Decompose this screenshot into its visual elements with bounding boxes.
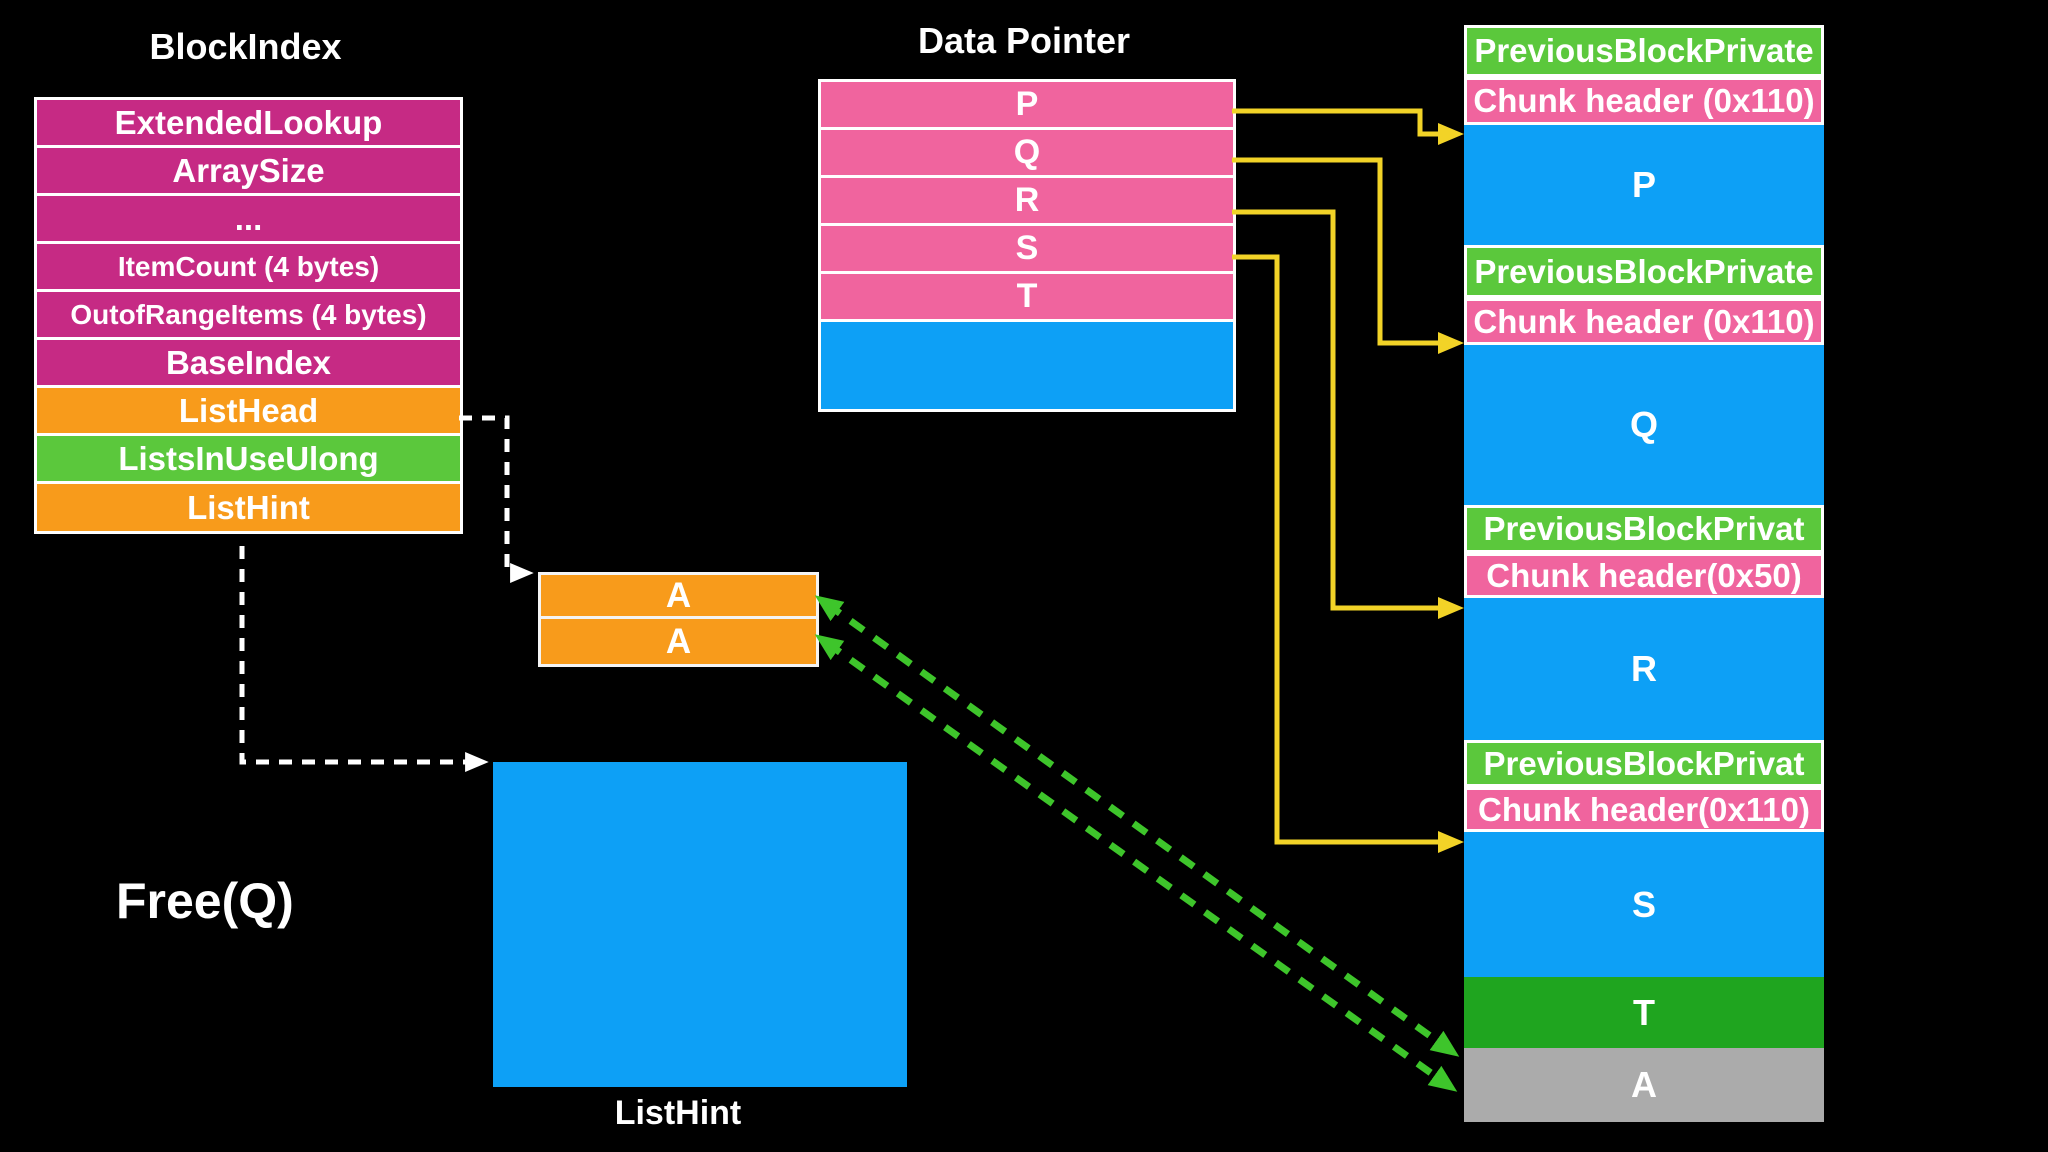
- heap-column: PreviousBlockPrivate Chunk header (0x110…: [1464, 25, 1824, 1122]
- datapointer-row-empty: [821, 322, 1233, 409]
- heap-block-p: P: [1464, 125, 1824, 245]
- arrow-datapointer-s-to-chunk-s: [1232, 254, 1464, 853]
- heap-block-s: S: [1464, 832, 1824, 977]
- free-q-annotation: Free(Q): [116, 873, 294, 929]
- datapointer-title: Data Pointer: [917, 20, 1131, 61]
- datapointer-row-s: S: [821, 226, 1233, 274]
- arrow-datapointer-p-to-chunk-p: [1232, 108, 1464, 145]
- freelist-row-a2: A: [541, 619, 816, 664]
- arrow-freelist-a1-chunk-a-link: [814, 595, 1460, 1057]
- heap-block-r: R: [1464, 598, 1824, 740]
- heap-block-chunkheader-2: Chunk header (0x110): [1464, 298, 1824, 345]
- listhint-box-label: ListHint: [614, 1094, 742, 1132]
- heap-block-prevblockprivate-1: PreviousBlockPrivate: [1464, 25, 1824, 77]
- blockindex-row-outofrangeitems: OutofRangeItems (4 bytes): [37, 292, 460, 340]
- blockindex-row-arraysize: ArraySize: [37, 148, 460, 196]
- blockindex-row-listhint: ListHint: [37, 484, 460, 531]
- heap-block-t: T: [1464, 977, 1824, 1048]
- datapointer-row-r: R: [821, 178, 1233, 226]
- datapointer-row-p: P: [821, 82, 1233, 130]
- heap-block-prevblockprivate-2: PreviousBlockPrivate: [1464, 245, 1824, 298]
- datapointer-row-t: T: [821, 274, 1233, 322]
- heap-block-chunkheader-3: Chunk header(0x50): [1464, 553, 1824, 598]
- arrow-freelist-a2-chunk-a-link: [814, 634, 1458, 1092]
- blockindex-row-baseindex: BaseIndex: [37, 340, 460, 388]
- arrow-datapointer-q-to-chunk-q: [1232, 157, 1464, 354]
- arrow-listhint-to-listhint-box: [239, 546, 489, 772]
- blockindex-row-itemcount: ItemCount (4 bytes): [37, 244, 460, 292]
- arrow-listhead-to-freelist: [459, 415, 534, 583]
- heap-block-chunkheader-4: Chunk header(0x110): [1464, 787, 1824, 832]
- listhint-box: [493, 762, 907, 1087]
- heap-block-a: A: [1464, 1048, 1824, 1122]
- heap-block-chunkheader-1: Chunk header (0x110): [1464, 77, 1824, 125]
- heap-block-prevblockprivate-3: PreviousBlockPrivat: [1464, 505, 1824, 553]
- blockindex-row-listsinuseulong: ListsInUseUlong: [37, 436, 460, 484]
- blockindex-row-ellipsis: ...: [37, 196, 460, 244]
- freelist-table: A A: [538, 572, 819, 667]
- blockindex-row-extendedlookup: ExtendedLookup: [37, 100, 460, 148]
- blockindex-title: BlockIndex: [149, 26, 342, 67]
- blockindex-row-listhead: ListHead: [37, 388, 460, 436]
- heap-block-prevblockprivate-4: PreviousBlockPrivat: [1464, 740, 1824, 787]
- blockindex-table: ExtendedLookup ArraySize ... ItemCount (…: [34, 97, 463, 534]
- freelist-row-a1: A: [541, 575, 816, 619]
- arrow-datapointer-r-to-chunk-r: [1232, 209, 1464, 619]
- datapointer-row-q: Q: [821, 130, 1233, 178]
- datapointer-table: P Q R S T: [818, 79, 1236, 412]
- heap-block-q: Q: [1464, 345, 1824, 505]
